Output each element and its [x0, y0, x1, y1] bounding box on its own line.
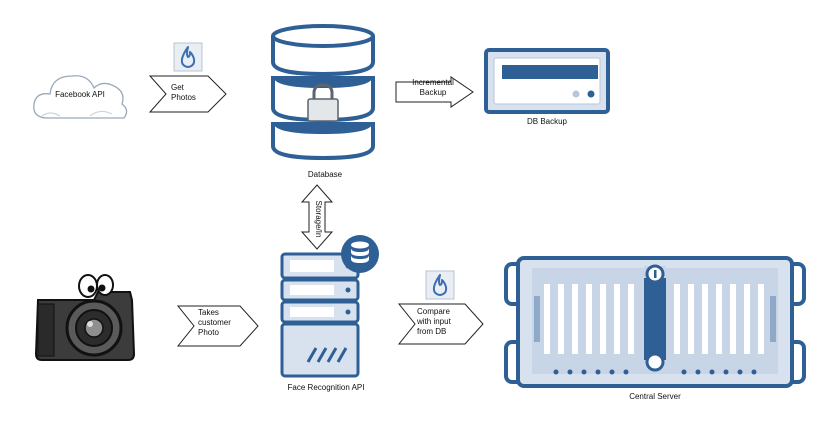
takes-photo-line3: Photo: [198, 328, 219, 337]
firebase-icon: [425, 270, 455, 300]
rack-server-icon: [504, 256, 806, 388]
backup-device-icon: [484, 48, 610, 114]
takes-photo-label: Takes customer Photo: [198, 308, 231, 338]
incremental-backup-arrow: [395, 76, 474, 108]
compare-arrow: [397, 303, 484, 345]
storage-in-arrow: [300, 184, 334, 250]
compare-line3: from DB: [417, 327, 447, 336]
database-label: Database: [307, 170, 343, 179]
database-badge-icon: [341, 235, 379, 273]
takes-photo-line1: Takes: [198, 308, 219, 317]
facebook-api-label: Facebook API: [55, 90, 105, 99]
compare-label: Compare with input from DB: [417, 307, 451, 337]
firebase-icon: [173, 42, 203, 72]
lock-icon: [307, 83, 339, 122]
cloud-icon: [33, 75, 128, 119]
incremental-backup-line1: Incremental: [412, 78, 454, 87]
get-photos-label: Get Photos: [171, 83, 196, 103]
storage-in-label: Storage/In: [314, 200, 323, 238]
takes-photo-line2: customer: [198, 318, 231, 327]
central-server-label: Central Server: [629, 392, 681, 401]
camera-icon: [34, 274, 136, 361]
get-photos-line2: Photos: [171, 93, 196, 102]
incremental-backup-line2: Backup: [419, 88, 447, 97]
db-backup-label: DB Backup: [526, 117, 568, 126]
face-recognition-api-label: Face Recognition API: [287, 383, 365, 392]
database-icon: [271, 24, 375, 161]
compare-line2: with input: [417, 317, 451, 326]
get-photos-arrow: [148, 75, 227, 113]
get-photos-line1: Get: [171, 83, 184, 92]
compare-line1: Compare: [417, 307, 450, 316]
incremental-backup-label: Incremental Backup: [409, 78, 457, 98]
takes-photo-arrow: [176, 305, 259, 347]
server-icon: [280, 252, 360, 378]
